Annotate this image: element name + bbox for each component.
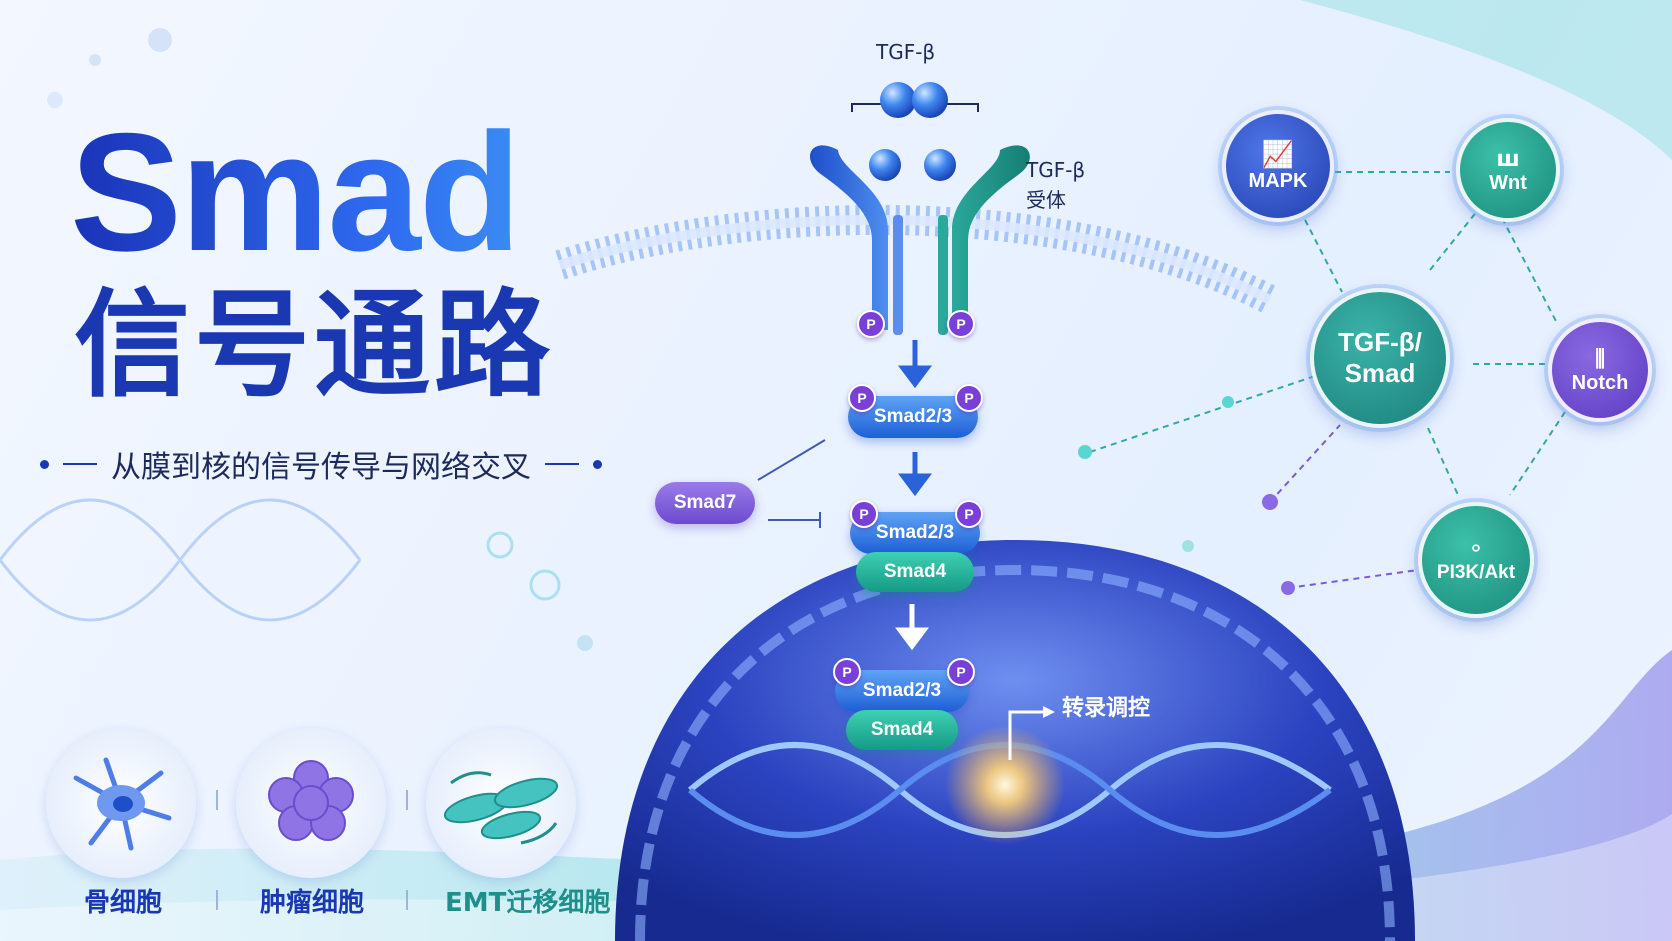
tagline-right-line: [545, 463, 579, 465]
smad4-bound-complex: Smad4: [856, 552, 974, 592]
network-node-notch-label: Notch: [1571, 371, 1629, 394]
network-node-pi3k-label: PI3K/Akt: [1436, 562, 1516, 583]
tagline-right-dot: [593, 459, 602, 469]
network-node-center-line1: TGF-β/: [1338, 327, 1422, 357]
card-divider: [406, 790, 408, 810]
bone-cell-image: [46, 728, 196, 878]
smad23-phospho-right: P: [955, 384, 983, 412]
page-subtitle: 信号通路: [74, 278, 554, 413]
tumor-cell-image: [236, 728, 386, 878]
cell-label-tumor: 肿瘤细胞: [260, 888, 365, 918]
nuclear-phospho-left: P: [833, 658, 861, 686]
chart-bars-icon: 📈: [1261, 139, 1295, 169]
coil-icon: ꟺ: [1496, 145, 1520, 171]
network-graph-icon: ⚬: [1466, 536, 1486, 561]
network-node-wnt-label: Wnt: [1489, 171, 1527, 194]
label-divider: [216, 890, 218, 910]
tagline-text: 从膜到核的信号传导与网络交叉: [111, 450, 531, 485]
tagline: 从膜到核的信号传导与网络交叉: [40, 442, 602, 486]
complex-phospho-right: P: [955, 500, 983, 528]
notch-receptor-icon: ⫼: [1594, 345, 1606, 371]
network-node-wnt: ꟺ Wnt: [1456, 118, 1560, 222]
card-divider: [216, 790, 218, 810]
smad7-inhibitor: Smad7: [655, 482, 755, 524]
migrating-cells-icon: [443, 771, 559, 845]
receptor-label-line2: 受体: [1026, 188, 1066, 212]
page-title: Smad: [70, 98, 521, 286]
label-divider: [406, 890, 408, 910]
transcription-label: 转录调控: [1062, 696, 1151, 721]
network-node-mapk-label: MAPK: [1248, 170, 1308, 192]
receptor-phospho-left: P: [857, 310, 885, 338]
tagline-left-line: [63, 463, 97, 465]
ligand-label: TGF-β: [876, 40, 936, 64]
smad23-phospho-left: P: [848, 384, 876, 412]
cell-label-bone: 骨细胞: [84, 888, 163, 918]
network-node-center-line2: Smad: [1344, 358, 1416, 388]
receptor-phospho-right: P: [947, 310, 975, 338]
network-node-pi3k: ⚬ PI3K/Akt: [1418, 502, 1534, 618]
receptor-label-line1: TGF-β: [1026, 158, 1086, 182]
complex-phospho-left: P: [850, 500, 878, 528]
bone-cell-icon: [73, 757, 172, 851]
tagline-left-dot: [40, 459, 49, 469]
nuclear-phospho-right: P: [947, 658, 975, 686]
network-node-notch: ⫼ Notch: [1548, 318, 1652, 422]
network-node-center: TGF-β/ Smad: [1310, 288, 1450, 428]
tumor-cluster-icon: [268, 760, 354, 841]
cell-label-emt: EMT迁移细胞: [445, 888, 611, 918]
emt-cell-image: [426, 728, 576, 878]
network-node-mapk: 📈 MAPK: [1222, 110, 1334, 222]
smad4-nuclear-complex: Smad4: [846, 710, 958, 750]
